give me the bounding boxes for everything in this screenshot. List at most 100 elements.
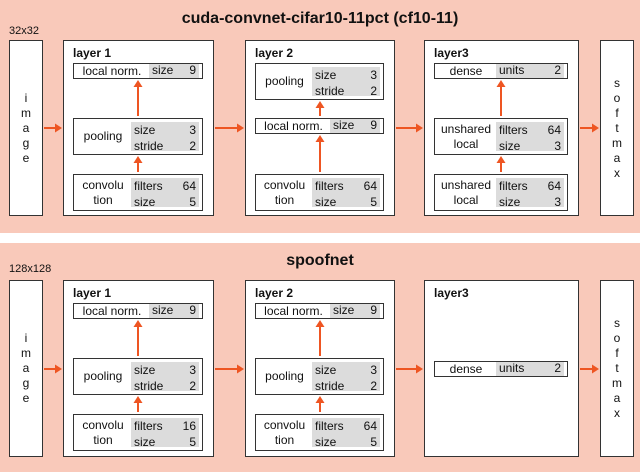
- flow-arrow-up: [133, 396, 143, 412]
- flow-arrow-up: [496, 80, 506, 116]
- param-value: 3: [554, 195, 561, 209]
- operation-name: local norm.: [76, 304, 148, 318]
- param-value: 64: [363, 179, 377, 193]
- param-row: size 5: [131, 194, 199, 210]
- diagram-title: spoofnet: [286, 252, 354, 269]
- param-key: units: [499, 361, 525, 375]
- param-value: 9: [370, 118, 377, 132]
- input-size-label: 32x32: [9, 25, 39, 37]
- flow-arrow-right: [44, 364, 62, 374]
- param-value: 3: [554, 139, 561, 153]
- param-key: size: [315, 195, 337, 209]
- param-value: 16: [182, 419, 196, 433]
- param-value: 9: [189, 63, 196, 77]
- operation-name-line: tion: [274, 192, 295, 207]
- operation-name-line: dense: [449, 63, 483, 78]
- param-value: 3: [370, 68, 377, 82]
- param-key: size: [315, 68, 337, 82]
- param-key: units: [499, 63, 525, 77]
- param-value: 3: [370, 363, 377, 377]
- param-key: size: [499, 139, 521, 153]
- param-row: size 3: [496, 138, 564, 154]
- param-value: 64: [182, 179, 196, 193]
- operation-name-line: convolu: [82, 417, 124, 432]
- operation-name-line: dense: [449, 361, 483, 376]
- param-row: size 3: [496, 194, 564, 210]
- param-value: 3: [189, 123, 196, 137]
- operation-name-line: convolu: [263, 177, 306, 192]
- param-value: 5: [189, 195, 196, 209]
- operation-name-line: unshared: [440, 177, 492, 192]
- operation-name: dense: [437, 362, 495, 376]
- param-key: filters: [134, 179, 163, 193]
- layer-title: layer 1: [73, 286, 112, 300]
- operation-name-line: local: [453, 136, 479, 151]
- param-key: filters: [315, 179, 344, 193]
- param-value: 5: [189, 435, 196, 449]
- param-key: size: [499, 195, 521, 209]
- param-key: size: [315, 363, 337, 377]
- diagram-title: cuda-convnet-cifar10-11pct (cf10-11): [181, 10, 459, 27]
- flow-arrow-up: [315, 396, 325, 412]
- param-key: size: [134, 123, 156, 137]
- flow-arrow-up: [315, 135, 325, 172]
- param-row: filters 64: [131, 178, 199, 194]
- param-row: filters 64: [312, 178, 380, 194]
- flow-arrow-right: [215, 364, 244, 374]
- param-key: size: [134, 195, 156, 209]
- param-key: size: [315, 435, 337, 449]
- param-value: 2: [189, 139, 196, 153]
- flow-arrow-right: [396, 364, 423, 374]
- param-key: size: [333, 118, 355, 132]
- param-value: 64: [547, 123, 561, 137]
- flow-arrow-right: [580, 364, 599, 374]
- flow-arrow-right: [580, 123, 599, 133]
- operation-params: filters 64 size 3: [496, 122, 564, 154]
- operation-name: dense: [437, 64, 495, 78]
- flow-arrow-right: [396, 123, 423, 133]
- param-key: filters: [499, 179, 528, 193]
- param-row: stride 2: [131, 138, 199, 154]
- operation-name-line: pooling: [265, 74, 304, 88]
- param-key: filters: [499, 123, 528, 137]
- param-key: stride: [134, 139, 164, 153]
- param-key: stride: [315, 84, 345, 98]
- section-divider: [0, 233, 640, 243]
- param-row: size 3: [312, 362, 380, 378]
- param-value: 5: [370, 435, 377, 449]
- flow-arrow-up: [315, 101, 325, 116]
- operation-name-line: unshared: [440, 121, 492, 136]
